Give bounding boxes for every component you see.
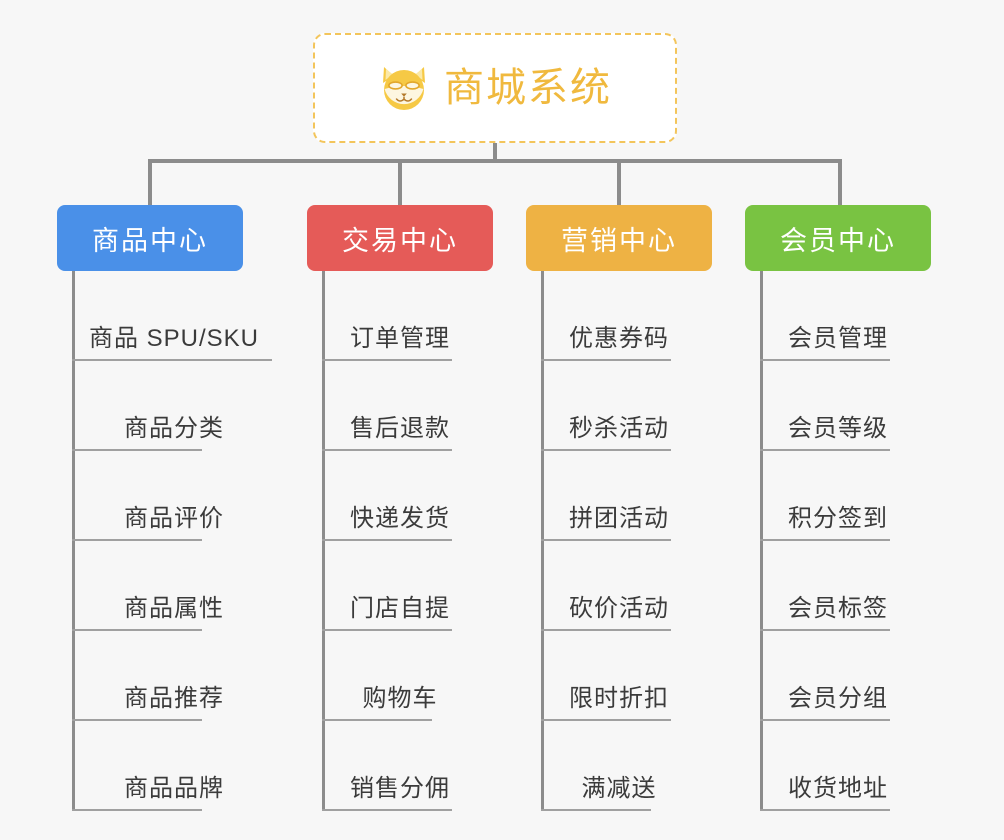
leaf-item-label: 购物车 — [362, 685, 438, 712]
leaf-item-underline — [72, 809, 202, 811]
leaf-item-underline — [760, 629, 890, 631]
leaf-item[interactable]: 会员分组 — [760, 631, 916, 721]
leaf-item[interactable]: 商品分类 — [72, 361, 276, 451]
leaf-item-label: 秒杀活动 — [569, 415, 669, 442]
leaf-item-underline — [760, 449, 890, 451]
leaf-column-2: 优惠券码秒杀活动拼团活动砍价活动限时折扣满减送 — [541, 271, 741, 821]
leaf-item-underline — [72, 449, 202, 451]
leaf-item[interactable]: 快递发货 — [322, 451, 478, 541]
leaf-item-label: 砍价活动 — [569, 595, 669, 622]
leaf-item-underline — [760, 539, 890, 541]
leaf-item-underline — [322, 539, 452, 541]
category-box-1[interactable]: 交易中心 — [307, 205, 493, 271]
category-box-3[interactable]: 会员中心 — [745, 205, 931, 271]
leaf-item[interactable]: 砍价活动 — [541, 541, 697, 631]
leaf-item[interactable]: 订单管理 — [322, 271, 478, 361]
leaf-item-label: 门店自提 — [350, 595, 450, 622]
leaf-item[interactable]: 满减送 — [541, 721, 697, 811]
leaf-item-label: 满减送 — [581, 775, 657, 802]
leaf-column-1: 订单管理售后退款快递发货门店自提购物车销售分佣 — [322, 271, 522, 821]
leaf-item-label: 收货地址 — [788, 775, 888, 802]
leaf-item[interactable]: 秒杀活动 — [541, 361, 697, 451]
leaf-item-underline — [322, 629, 452, 631]
connector-root-stem — [493, 143, 497, 162]
leaf-spine-0 — [72, 271, 75, 811]
category-label-0: 商品中心 — [92, 225, 208, 256]
leaf-spine-2 — [541, 271, 544, 811]
connector-drop-4 — [838, 159, 842, 205]
leaf-item[interactable]: 优惠券码 — [541, 271, 697, 361]
root-node-mall-system[interactable]: 商城系统 — [313, 33, 677, 143]
leaf-item[interactable]: 销售分佣 — [322, 721, 478, 811]
leaf-item[interactable]: 售后退款 — [322, 361, 478, 451]
leaf-item-underline — [760, 359, 890, 361]
leaf-item-underline — [322, 719, 432, 721]
leaf-spine-3 — [760, 271, 763, 811]
leaf-item-label: 优惠券码 — [569, 325, 669, 352]
leaf-item-underline — [541, 449, 671, 451]
leaf-item-label: 会员分组 — [788, 685, 888, 712]
leaf-item[interactable]: 商品推荐 — [72, 631, 276, 721]
leaf-item[interactable]: 会员标签 — [760, 541, 916, 631]
connector-drop-2 — [398, 159, 402, 205]
leaf-item-underline — [760, 809, 890, 811]
leaf-item[interactable]: 门店自提 — [322, 541, 478, 631]
category-box-0[interactable]: 商品中心 — [57, 205, 243, 271]
leaf-item[interactable]: 商品评价 — [72, 451, 276, 541]
leaf-item-label: 售后退款 — [350, 415, 450, 442]
leaf-column-3: 会员管理会员等级积分签到会员标签会员分组收货地址 — [760, 271, 960, 821]
leaf-item[interactable]: 购物车 — [322, 631, 478, 721]
leaf-item[interactable]: 商品属性 — [72, 541, 276, 631]
category-label-2: 营销中心 — [561, 225, 677, 256]
shiba-dog-icon — [383, 67, 425, 110]
connector-horizontal-bus — [148, 159, 842, 163]
leaf-item-label: 商品品牌 — [124, 775, 224, 802]
leaf-item-label: 快递发货 — [350, 505, 450, 532]
leaf-item-underline — [72, 359, 273, 361]
leaf-item[interactable]: 商品 SPU/SKU — [72, 271, 276, 361]
leaf-item-underline — [322, 359, 452, 361]
category-label-3: 会员中心 — [780, 225, 896, 256]
leaf-column-0: 商品 SPU/SKU 商品分类商品评价商品属性商品推荐商品品牌 — [72, 271, 312, 821]
leaf-item-underline — [760, 719, 890, 721]
category-box-2[interactable]: 营销中心 — [526, 205, 712, 271]
leaf-item-label: 商品 SPU/SKU — [88, 325, 260, 352]
leaf-item-underline — [322, 809, 452, 811]
leaf-spine-1 — [322, 271, 325, 811]
leaf-item[interactable]: 限时折扣 — [541, 631, 697, 721]
leaf-item-underline — [541, 809, 651, 811]
category-label-1: 交易中心 — [342, 225, 458, 256]
leaf-item-label: 商品属性 — [124, 595, 224, 622]
leaf-item-underline — [322, 449, 452, 451]
leaf-item-label: 会员等级 — [788, 415, 888, 442]
leaf-item-underline — [72, 719, 202, 721]
leaf-item-label: 积分签到 — [788, 505, 888, 532]
leaf-item-label: 销售分佣 — [350, 775, 450, 802]
leaf-item-underline — [541, 539, 671, 541]
leaf-item[interactable]: 积分签到 — [760, 451, 916, 541]
leaf-item[interactable]: 收货地址 — [760, 721, 916, 811]
leaf-item[interactable]: 会员管理 — [760, 271, 916, 361]
leaf-item-label: 订单管理 — [350, 325, 450, 352]
leaf-item-label: 会员管理 — [788, 325, 888, 352]
leaf-item-underline — [541, 719, 671, 721]
connector-drop-1 — [148, 159, 152, 205]
leaf-item-label: 商品推荐 — [124, 685, 224, 712]
leaf-item-underline — [72, 539, 202, 541]
leaf-item-label: 商品评价 — [124, 505, 224, 532]
leaf-item[interactable]: 拼团活动 — [541, 451, 697, 541]
leaf-item-label: 拼团活动 — [569, 505, 669, 532]
root-node-title: 商城系统 — [444, 66, 612, 110]
leaf-item-label: 限时折扣 — [569, 685, 669, 712]
leaf-item[interactable]: 会员等级 — [760, 361, 916, 451]
leaf-item[interactable]: 商品品牌 — [72, 721, 276, 811]
connector-drop-3 — [617, 159, 621, 205]
leaf-item-underline — [541, 359, 671, 361]
leaf-item-underline — [541, 629, 671, 631]
leaf-item-label: 商品分类 — [124, 415, 224, 442]
leaf-item-underline — [72, 629, 202, 631]
leaf-item-label: 会员标签 — [788, 595, 888, 622]
